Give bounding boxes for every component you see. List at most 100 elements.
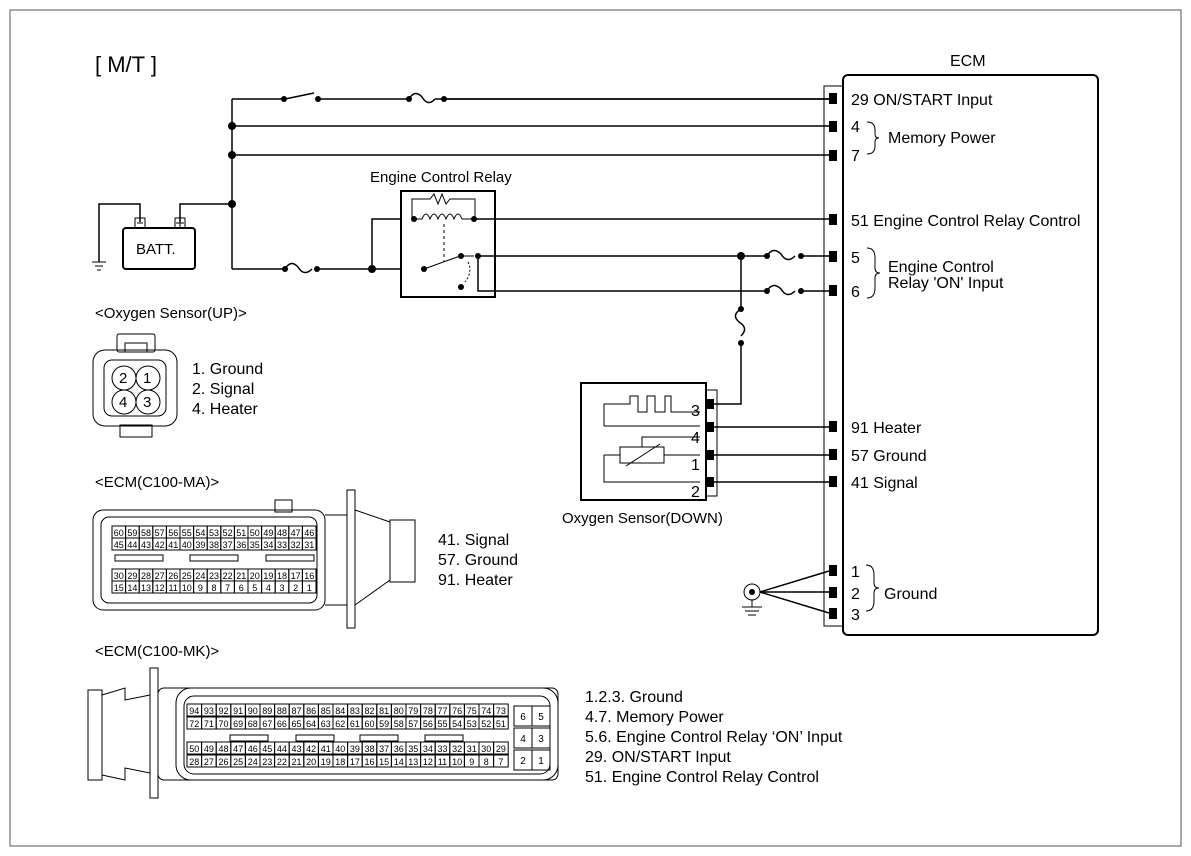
ecm-ma-pin-number: 32 [291, 540, 301, 550]
ecm-mk-side-pin-number: 5 [538, 712, 544, 723]
ecm-mk-legend-1: 1.2.3. Ground [585, 689, 683, 706]
ecm-mk-side-pin-number: 3 [538, 734, 544, 745]
o2-up-title: <Oxygen Sensor(UP)> [95, 305, 247, 322]
ecm-ma-pin-number: 22 [223, 571, 233, 581]
ecm-mk-legend-3: 5.6. Engine Control Relay ‘ON’ Input [585, 729, 843, 746]
ecm-ma-pin-number: 17 [291, 571, 301, 581]
ecm-mk-pin-number: 56 [423, 719, 433, 729]
ecm-mk-pin-number: 61 [350, 719, 360, 729]
ecm-mk-side-cell [531, 727, 551, 749]
o2-down-pin-4: 4 [691, 430, 700, 447]
ecm-pin-29: 29 ON/START Input [851, 92, 993, 109]
ecm-mk-side-pin-number: 4 [520, 734, 526, 745]
ecm-ma-pin-number: 41 [168, 540, 178, 550]
ecm-mk-pin-number: 13 [408, 757, 418, 767]
ecm-mk-pin-number: 92 [218, 706, 228, 716]
ecm-mk-pin-number: 30 [481, 744, 491, 754]
ecm-mk-pin-number: 58 [394, 719, 404, 729]
o2-down-pin-2: 2 [691, 484, 700, 501]
o2-up-legend-1: 1. Ground [192, 361, 263, 378]
ecm-mk-pin-number: 46 [248, 744, 258, 754]
ecm-ma-pin-number: 35 [250, 540, 260, 550]
ecm-ma-pin-number: 43 [141, 540, 151, 550]
ecm-mk-pin-number: 90 [248, 706, 258, 716]
o2-up-pin-1: 1 [143, 370, 151, 387]
o2-down-pin-1: 1 [691, 457, 700, 474]
ecm-pin-g3: 3 [851, 607, 860, 624]
relay-label: Engine Control Relay [370, 169, 512, 186]
ecm-mk-pin-number: 91 [233, 706, 243, 716]
ecm-mk-pin-number: 29 [496, 744, 506, 754]
ecm-mk-pin-number: 54 [452, 719, 462, 729]
o2-down-label: Oxygen Sensor(DOWN) [562, 510, 723, 527]
ecm-mk-pin-number: 19 [321, 757, 331, 767]
ground-label: Ground [884, 586, 937, 603]
ecm-mk-pin-number: 82 [364, 706, 374, 716]
memory-power-label: Memory Power [888, 130, 996, 147]
ecm-ma-pin-number: 31 [304, 540, 314, 550]
o2-up-pin-3: 3 [143, 394, 151, 411]
ecm-ma-pin-number: 53 [209, 528, 219, 538]
ecm-pin-4: 4 [851, 119, 860, 136]
o2-up-pin-4: 4 [119, 394, 127, 411]
ecm-pin-51: 51 Engine Control Relay Control [851, 213, 1080, 230]
ecm-ma-pin-number: 20 [250, 571, 260, 581]
ecm-mk-pin-number: 22 [277, 757, 287, 767]
ecm-mk-pin-number: 89 [262, 706, 272, 716]
ecm-ma-pin-number: 4 [266, 583, 271, 593]
ecm-mk-pin-number: 17 [350, 757, 360, 767]
ecm-ma-pin-number: 16 [304, 571, 314, 581]
ecm-mk-pin-number: 71 [204, 719, 214, 729]
ecm-mk-pin-number: 28 [189, 757, 199, 767]
ecm-mk-pin-number: 59 [379, 719, 389, 729]
ecm-mk-pin-number: 75 [467, 706, 477, 716]
ecm-mk-pin-number: 42 [306, 744, 316, 754]
ecm-mk-pin-number: 39 [350, 744, 360, 754]
ecm-mk-pin-number: 49 [204, 744, 214, 754]
ecm-mk-pin-number: 23 [262, 757, 272, 767]
ecm-ma-pin-number: 9 [198, 583, 203, 593]
ecm-ma-pin-number: 11 [169, 583, 178, 593]
ecm-ma-pin-number: 58 [141, 528, 151, 538]
o2-up-legend-3: 4. Heater [192, 401, 258, 418]
battery-label: BATT. [136, 241, 176, 258]
ecm-mk-pin-number: 9 [469, 757, 474, 767]
ecm-mk-pin-number: 27 [204, 757, 214, 767]
ecm-mk-pin-number: 43 [291, 744, 301, 754]
ecm-ma-cell [301, 537, 317, 551]
ecm-mk-side-cell [531, 705, 551, 727]
ecm-label: ECM [950, 53, 986, 70]
ecm-ma-title: <ECM(C100-MA)> [95, 474, 219, 491]
ecm-ma-pin-number: 21 [236, 571, 246, 581]
ecm-mk-pin-number: 12 [423, 757, 433, 767]
ecm-ma-pin-number: 38 [209, 540, 219, 550]
ecm-mk-pin-number: 66 [277, 719, 287, 729]
wires: BATT. Engine Control Relay [92, 92, 830, 616]
ecm-ma-pin-number: 49 [263, 528, 273, 538]
ecm-ma-pin-number: 40 [182, 540, 192, 550]
ecm-pin-g1: 1 [851, 564, 860, 581]
ecm-mk-pin-number: 18 [335, 757, 345, 767]
ecm-mk-pin-number: 25 [233, 757, 243, 767]
ecm-mk-pin-number: 33 [437, 744, 447, 754]
ecm-mk-pin-number: 24 [248, 757, 258, 767]
ecm-mk-pin-number: 69 [233, 719, 243, 729]
ecm-mk-pin-number: 44 [277, 744, 287, 754]
ecm-mk-pin-number: 7 [498, 757, 503, 767]
ecm-mk-side-cell [531, 749, 551, 771]
ecm-ma-pin-number: 10 [182, 583, 192, 593]
ecm-mk-pin-number: 26 [218, 757, 228, 767]
ecm-mk-pin-number: 10 [452, 757, 462, 767]
ecm-mk-pin-number: 47 [233, 744, 243, 754]
ecm-mk-pin-number: 77 [437, 706, 447, 716]
ecm-mk-pin-number: 31 [467, 744, 477, 754]
ecm-pin-41: 41 Signal [851, 475, 918, 492]
ecm-mk-pin-number: 36 [394, 744, 404, 754]
ecm-mk-pin-number: 78 [423, 706, 433, 716]
